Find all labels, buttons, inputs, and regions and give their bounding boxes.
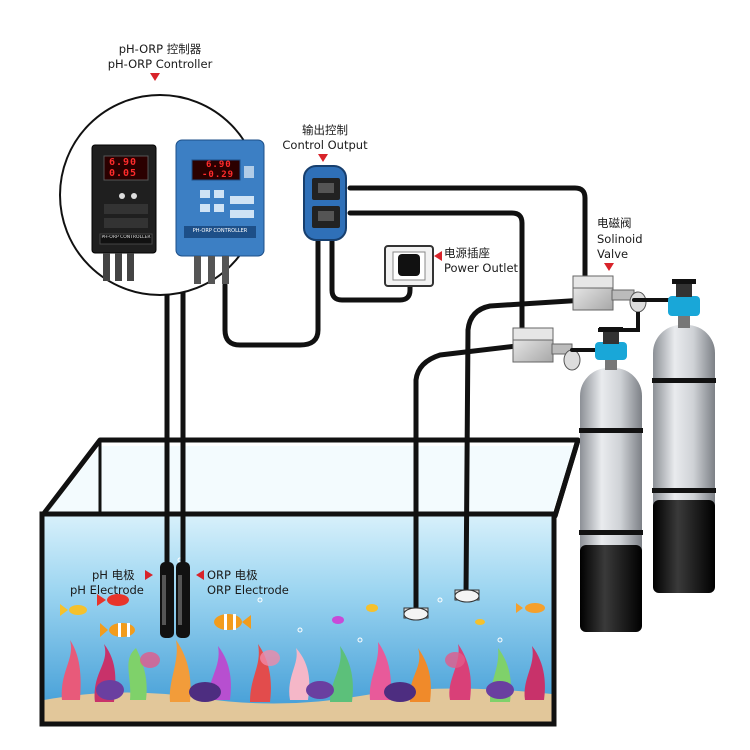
valve-label-cn: 电磁阀 <box>597 216 632 230</box>
controller-to-output-cable <box>222 233 321 348</box>
valve-label-en-2: Valve <box>597 247 629 261</box>
power-outlet <box>384 245 434 287</box>
water-surface <box>46 446 574 514</box>
power-pointer-arrow <box>434 251 442 261</box>
blue-controller-panel-label: PH-ORP CONTROLLER <box>192 228 248 234</box>
black-controller-reading-bottom: 0.05 <box>109 168 138 179</box>
controller-label-en: pH-ORP Controller <box>107 57 213 71</box>
orp-electrode-label-cn: ORP 电极 <box>207 568 258 582</box>
co2-cylinder-front <box>579 327 643 632</box>
fish-3 <box>100 623 135 637</box>
orp-electrode-label-en: ORP Electrode <box>207 583 289 597</box>
control-output-box <box>303 165 347 241</box>
fish-4 <box>214 614 251 630</box>
bubbles <box>177 557 503 643</box>
output-to-valve-2-cable <box>347 210 525 338</box>
ph-electrode-label-en: pH Electrode <box>70 583 144 597</box>
fish-group <box>60 594 545 637</box>
fish-5 <box>332 616 344 624</box>
valve-label-en-1: Solinoid <box>597 232 643 246</box>
output-label-cn: 输出控制 <box>302 123 348 137</box>
coral-reef <box>61 640 545 702</box>
fish-1 <box>60 604 87 616</box>
orp-pointer-arrow <box>196 570 204 580</box>
blue-controller-reading-top: 6.90 <box>206 160 232 170</box>
fish-8 <box>475 619 485 625</box>
solenoid-valve-1 <box>572 275 647 332</box>
tank-frame <box>39 511 557 727</box>
fish-6 <box>366 604 378 612</box>
ph-electrode <box>160 562 174 638</box>
power-outlet-cable <box>329 235 413 303</box>
power-label-en: Power Outlet <box>444 261 519 275</box>
output-label-en: Control Output <box>282 138 368 152</box>
aquarium <box>39 437 581 727</box>
controller-blue <box>175 139 265 284</box>
solenoid-valve-2 <box>512 327 581 371</box>
black-controller-panel-label: PH-ORP CONTROLLER <box>101 235 151 240</box>
output-to-valve-1-cable <box>347 185 588 288</box>
controller-black <box>91 144 157 281</box>
fish-2 <box>97 594 129 606</box>
orp-electrode <box>176 562 190 638</box>
cables <box>164 185 588 615</box>
black-controller-reading-top: 6.90 <box>109 157 138 168</box>
ph-electrode-label-cn: pH 电极 <box>92 568 135 582</box>
fish-7 <box>516 603 545 613</box>
airline-2 <box>413 342 528 615</box>
airline-1 <box>463 297 588 598</box>
air-diffuser-2 <box>403 607 429 621</box>
output-pointer-arrow <box>318 154 328 162</box>
co2-cylinder-back <box>652 279 716 593</box>
controller-pointer-arrow <box>150 73 160 81</box>
air-diffuser-1 <box>454 589 480 603</box>
controller-label-cn: pH-ORP 控制器 <box>118 42 202 56</box>
blue-controller-reading-bottom: -0.29 <box>202 170 235 180</box>
valve-pointer-arrow <box>604 263 614 271</box>
ph-pointer-arrow <box>145 570 153 580</box>
power-label-cn: 电源插座 <box>444 246 490 260</box>
